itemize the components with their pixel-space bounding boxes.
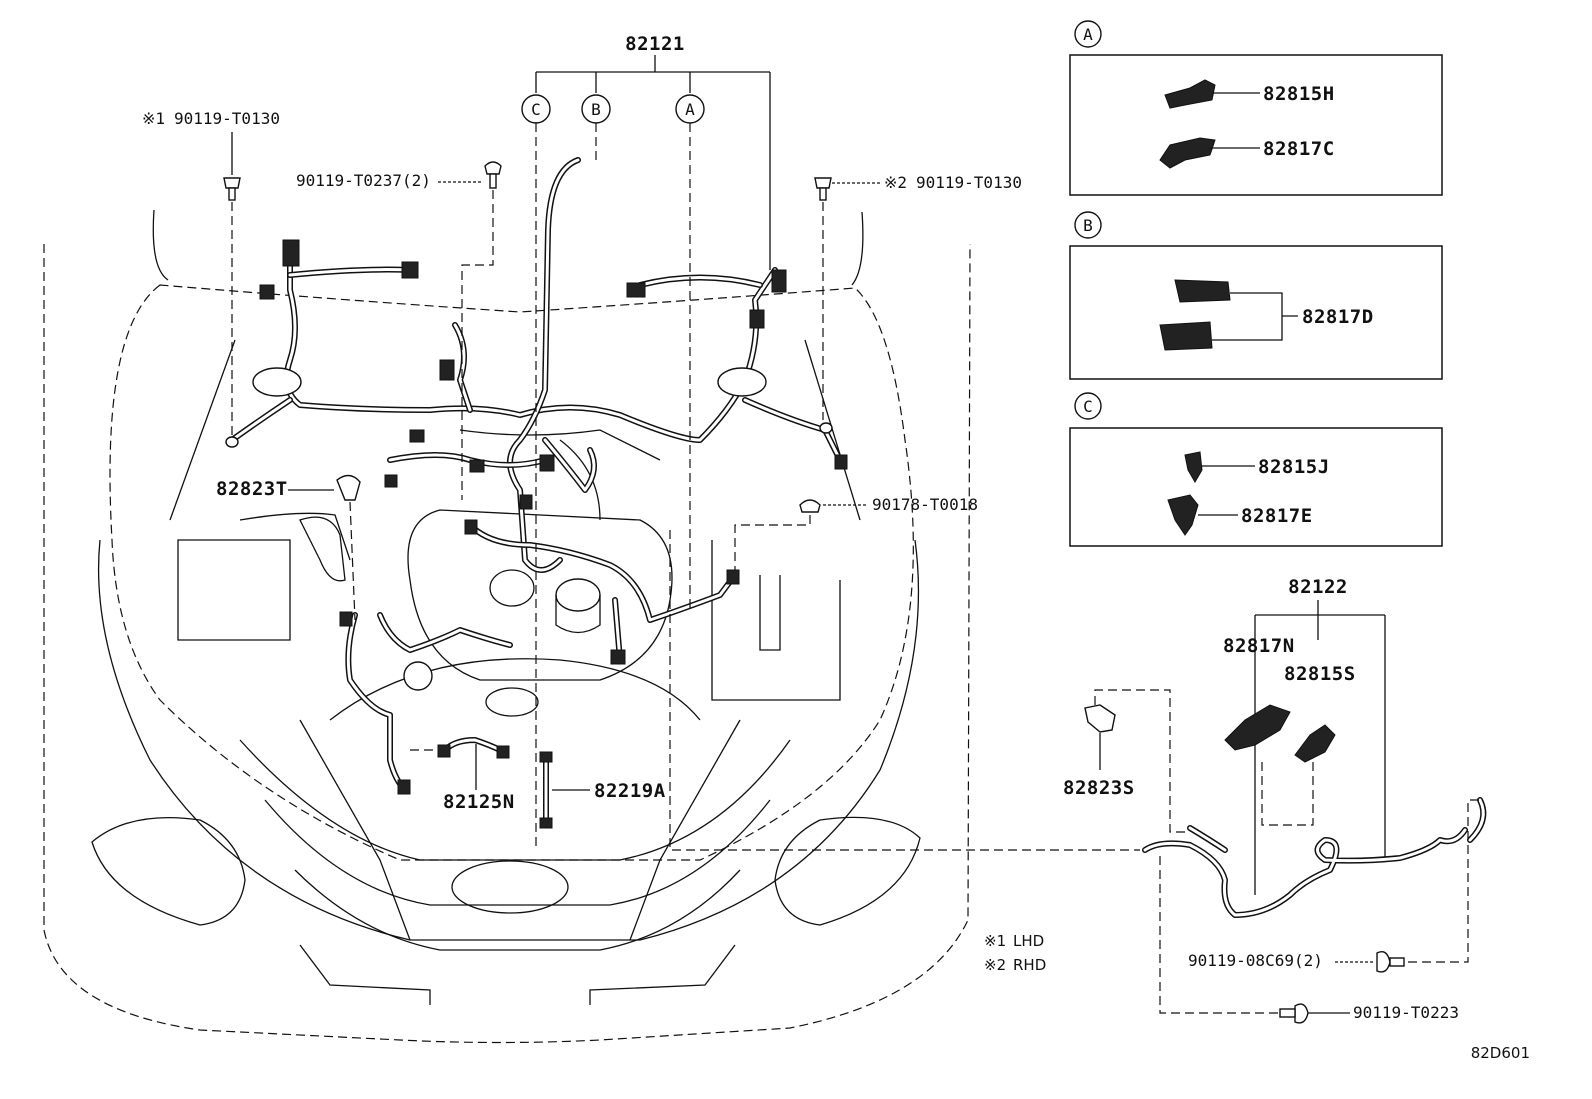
box-b-tag: B bbox=[1083, 216, 1093, 235]
bolt-center: 90119-T0237(2) bbox=[296, 161, 502, 500]
box-c-part-1: 82815J bbox=[1258, 456, 1330, 478]
protector-82823t-label: 82823T bbox=[216, 478, 288, 500]
sub-82219a: 82219A bbox=[539, 751, 666, 829]
legend-text-2: RHD bbox=[1013, 956, 1046, 974]
bolt-lhd-number: 90119-T0130 bbox=[174, 109, 280, 128]
vehicle-outline bbox=[43, 209, 971, 1044]
sub-harness-number: 82122 bbox=[1288, 576, 1348, 598]
callout-c-label: C bbox=[531, 100, 541, 119]
legend-mark-1: ※1 bbox=[984, 932, 1006, 950]
sub-part-82817n: 82817N bbox=[1223, 635, 1295, 657]
sub-bolt-a: 90119-08C69(2) bbox=[1188, 951, 1323, 970]
bolt-rhd-number: 90119-T0130 bbox=[916, 173, 1022, 192]
sub-82125n-label: 82125N bbox=[443, 791, 515, 813]
legend-mark-2: ※2 bbox=[984, 956, 1006, 974]
nut-90178-number: 90178-T0018 bbox=[872, 495, 978, 514]
callout-a: A bbox=[675, 94, 705, 610]
detail-box-a: A 82815H 82817C bbox=[1069, 20, 1443, 196]
nut-90178: 90178-T0018 bbox=[734, 495, 978, 570]
detail-box-c: C 82815J 82817E bbox=[1069, 392, 1443, 547]
protector-82823t: 82823T bbox=[216, 474, 361, 621]
sub-part-82823s: 82823S bbox=[1063, 777, 1135, 799]
box-c-tag: C bbox=[1083, 397, 1093, 416]
legend-text-1: LHD bbox=[1013, 932, 1044, 950]
bolt-lhd: ※1 90119-T0130 bbox=[142, 109, 280, 440]
bolt-lhd-mark: ※1 bbox=[142, 109, 165, 128]
main-harness-bracket: 82121 bbox=[535, 33, 771, 270]
sub-harness-82122: 82122 82817N 82815S 82823S 90119-08C69(2… bbox=[1063, 576, 1487, 1024]
main-harness-number: 82121 bbox=[625, 33, 685, 55]
callout-c: C bbox=[521, 94, 551, 850]
bolt-rhd: ※2 90119-T0130 bbox=[814, 173, 1022, 420]
box-b-part-1: 82817D bbox=[1302, 306, 1374, 328]
engine-room-harness-82121 bbox=[225, 157, 848, 795]
callout-a-label: A bbox=[685, 100, 695, 119]
bolt-center-number: 90119-T0237(2) bbox=[296, 171, 431, 190]
sub-harness-link bbox=[669, 530, 1140, 851]
sub-part-82815s: 82815S bbox=[1284, 663, 1356, 685]
detail-box-b: B 82817D bbox=[1069, 211, 1443, 380]
figure-code: 82D601 bbox=[1471, 1044, 1530, 1062]
sub-bolt-b: 90119-T0223 bbox=[1353, 1003, 1459, 1022]
box-a-tag: A bbox=[1083, 25, 1093, 44]
sub-82125n: 82125N bbox=[410, 737, 515, 813]
box-a-part-1: 82815H bbox=[1263, 83, 1335, 105]
box-c-part-2: 82817E bbox=[1241, 505, 1313, 527]
callout-b: B bbox=[581, 94, 611, 160]
box-a-part-2: 82817C bbox=[1263, 138, 1335, 160]
sub-82219a-label: 82219A bbox=[594, 780, 666, 802]
callout-b-label: B bbox=[591, 100, 601, 119]
bolt-rhd-mark: ※2 bbox=[884, 173, 907, 192]
legend: ※1 LHD ※2 RHD bbox=[984, 932, 1046, 974]
